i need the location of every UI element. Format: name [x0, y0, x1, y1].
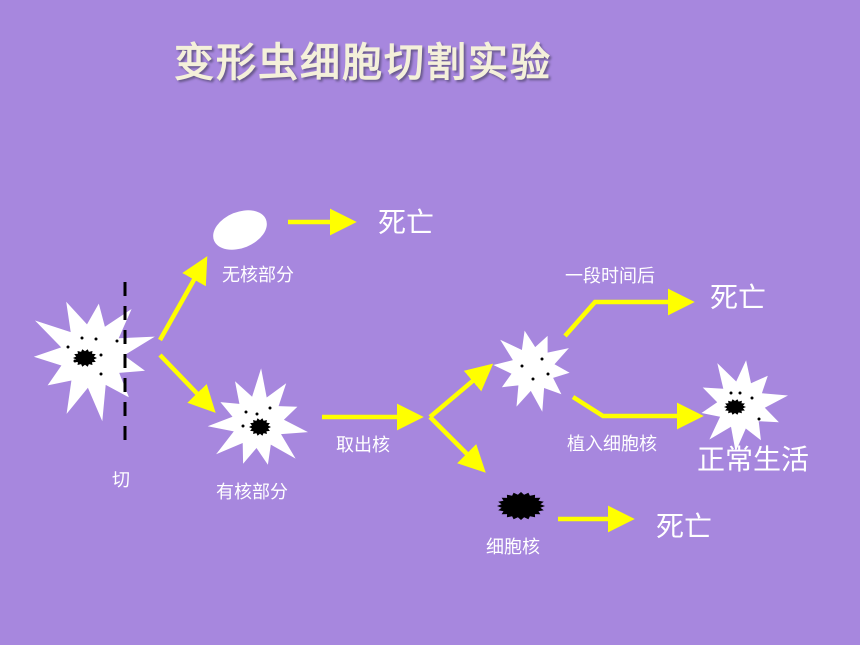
nucleated-fragment-cell: [207, 368, 308, 465]
nucleated-part-label: 有核部分: [216, 482, 288, 503]
arrow-to-enucleated-cell: [428, 363, 494, 419]
original-cell-granules: [66, 336, 119, 376]
no-nucleus-part-label: 无核部分: [222, 265, 294, 286]
nucleated-fragment-granules: [241, 406, 272, 428]
recovered-cell: [701, 360, 788, 452]
death-label-2: 死亡: [710, 281, 767, 314]
implant-nucleus-label: 植入细胞核: [567, 434, 657, 455]
arrow-after-time-to-death: [563, 288, 695, 338]
death-label-3: 死亡: [656, 510, 713, 543]
arrow-to-nucleated-part: [158, 353, 216, 413]
cut-label: 切: [112, 470, 130, 491]
slide-title: 变形虫细胞切割实验: [174, 40, 552, 86]
nucleus-label: 细胞核: [486, 537, 540, 558]
normal-life-label: 正常生活: [697, 443, 810, 476]
recovered-cell-granules: [729, 391, 761, 421]
remove-nucleus-label: 取出核: [336, 435, 390, 456]
death-label-1: 死亡: [378, 206, 435, 239]
anucleate-fragment: [213, 210, 267, 250]
after-time-label: 一段时间后: [565, 266, 655, 287]
isolated-nucleus: [497, 492, 545, 520]
arrow-implant-to-normal: [571, 395, 704, 430]
enucleated-cell: [493, 330, 570, 412]
enucleated-cell-granules: [520, 357, 550, 381]
nucleated-fragment-nucleus: [249, 418, 271, 436]
arrow-to-no-nucleus-part: [158, 256, 208, 342]
original-cell-nucleus: [73, 349, 97, 367]
arrow-to-isolated-nucleus: [428, 415, 486, 473]
recovered-cell-nucleus: [724, 399, 746, 415]
